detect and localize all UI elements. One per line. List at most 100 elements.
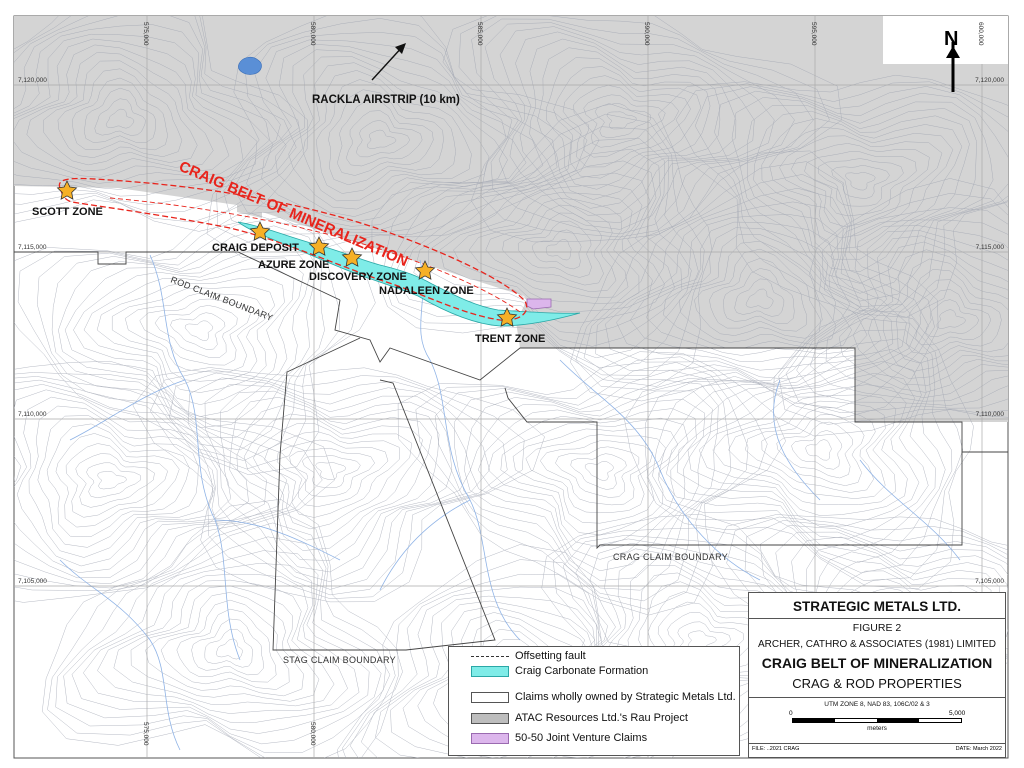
legend-atac-label: ATAC Resources Ltd.'s Rau Project: [515, 712, 688, 724]
contour-line: [512, 427, 679, 524]
legend-row-carbonate: Craig Carbonate Formation: [471, 665, 648, 677]
contour-line: [728, 400, 886, 499]
contour-line: [573, 85, 680, 158]
contour-line: [545, 238, 572, 261]
contour-line: [402, 148, 683, 347]
contour-line: [55, 522, 391, 753]
belt-outline: [58, 177, 528, 321]
contour-line: [453, 192, 640, 304]
grid-y-label-right: 7,110,000: [976, 411, 1005, 418]
contour-line: [555, 446, 640, 498]
contour-line: [605, 201, 907, 380]
contour-line: [761, 118, 963, 260]
contour-line: [170, 312, 226, 350]
craig-deposit-label: CRAIG DEPOSIT: [212, 242, 299, 254]
contour-line: [47, 509, 396, 758]
contour-line: [14, 379, 288, 585]
contour-line: [337, 100, 434, 176]
discovery-zone-star: [341, 247, 363, 267]
carbonate-swatch: [471, 665, 509, 677]
contour-line: [83, 87, 156, 143]
legend-claims-label: Claims wholly owned by Strategic Metals …: [515, 691, 736, 703]
contour-line: [41, 498, 399, 758]
utm-info: UTM ZONE 8, NAD 83, 106C/02 & 3: [824, 701, 930, 708]
legend-fault-label: Offsetting fault: [515, 650, 586, 662]
contour-line: [539, 440, 653, 506]
contour-line: [236, 404, 432, 551]
contour-line: [63, 536, 382, 745]
contour-line: [925, 299, 980, 337]
contour-line: [570, 150, 939, 419]
contour-line: [666, 349, 936, 552]
crag-claim-boundary-label: CRAG CLAIM BOUNDARY: [613, 552, 728, 562]
contour-line: [652, 329, 953, 574]
airstrip-label: RACKLA AIRSTRIP (10 km): [312, 94, 460, 106]
contour-line: [529, 38, 737, 209]
contour-line: [14, 16, 287, 206]
contour-line: [502, 212, 604, 286]
contour-line: [73, 257, 304, 417]
contour-line: [43, 60, 198, 166]
contour-line: [576, 542, 860, 735]
contour-line: [915, 289, 992, 346]
contour-line: [731, 97, 994, 294]
contour-line: [124, 292, 264, 373]
grid-x-label-bottom: 575,000: [142, 722, 149, 746]
contour-line: [337, 544, 724, 758]
scale-start: 0: [789, 710, 793, 717]
contour-line: [694, 248, 821, 339]
contour-line: [64, 246, 312, 428]
contour-line: [37, 415, 199, 548]
crag-claim-boundary-line: [334, 299, 963, 550]
contour-line: [55, 433, 180, 528]
contour-line: [545, 57, 711, 190]
contour-line: [624, 308, 974, 590]
contour-line: [844, 172, 876, 191]
grid-x-label-top: 600,000: [977, 22, 984, 46]
contour-line: [14, 372, 323, 591]
contour-line: [150, 369, 525, 599]
contour-line: [694, 86, 1008, 307]
contour-line: [264, 431, 400, 518]
craig-deposit-star: [249, 221, 271, 241]
contour-line: [393, 138, 692, 359]
contour-line: [562, 75, 691, 168]
contour-line: [676, 361, 929, 539]
contour-line: [206, 16, 600, 258]
contour-line: [575, 161, 935, 409]
contour-line: [154, 305, 238, 358]
contour-line: [663, 234, 852, 350]
contour-line: [14, 16, 308, 232]
scott-zone-star: [56, 180, 78, 200]
contour-line: [790, 143, 930, 227]
nadaleen-zone-star: [414, 260, 436, 280]
contour-line: [65, 443, 168, 518]
contour-line: [645, 318, 964, 581]
contour-line: [825, 230, 1008, 398]
grid-y-label-left: 7,115,000: [18, 244, 47, 251]
claims-swatch: [471, 691, 509, 703]
contour-line: [169, 372, 508, 596]
contour-line: [261, 49, 527, 223]
legend-row-atac: ATAC Resources Ltd.'s Rau Project: [471, 712, 688, 724]
contour-line: [485, 204, 617, 292]
contour-line: [302, 455, 361, 489]
contour-line: [204, 384, 471, 583]
contour-line: [810, 225, 1008, 402]
contour-line: [132, 367, 545, 603]
contour-line: [14, 204, 376, 476]
contour-line: [276, 439, 389, 507]
contour-line: [687, 373, 920, 527]
legend-jv-label: 50-50 Joint Venture Claims: [515, 732, 648, 744]
contour-line: [17, 211, 358, 470]
airstrip-arrow-icon: [371, 43, 406, 81]
joint-venture-claim: [526, 298, 552, 310]
contour-line: [97, 573, 348, 714]
contour-line: [356, 120, 411, 158]
contour-line: [500, 417, 689, 536]
consultant-name: ARCHER, CATHRO & ASSOCIATES (1981) LIMIT…: [757, 639, 996, 650]
contour-line: [458, 16, 830, 238]
contour-line: [804, 151, 917, 217]
company-name: STRATEGIC METALS LTD.: [793, 599, 961, 614]
